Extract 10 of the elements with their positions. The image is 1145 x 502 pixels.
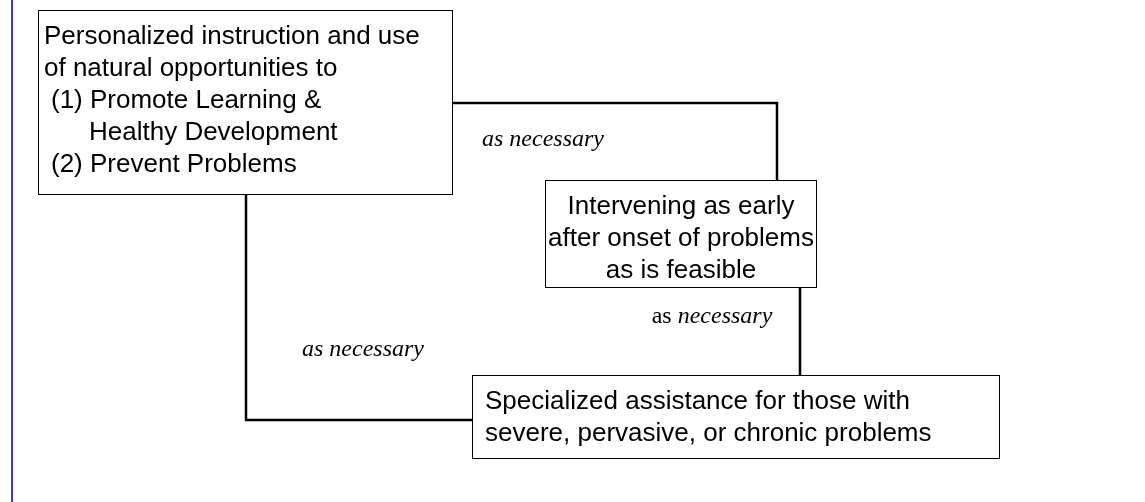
box-text: (1) Promote Learning & Healthy Development [50,83,339,147]
box-text: Specialized assistance for those with severe, pervasive, or chronic problems [484,384,933,448]
box-text: Personalized instruction and use of natural opportunities to [43,19,421,83]
box-text: (2) Prevent Problems [50,147,298,179]
process-box [472,375,1000,459]
process-box [38,10,453,195]
connector-line [244,195,472,422]
connector-line [453,101,779,180]
box-text: Intervening as early after onset of problems as is feasible [547,189,815,285]
connector-line [798,288,802,375]
